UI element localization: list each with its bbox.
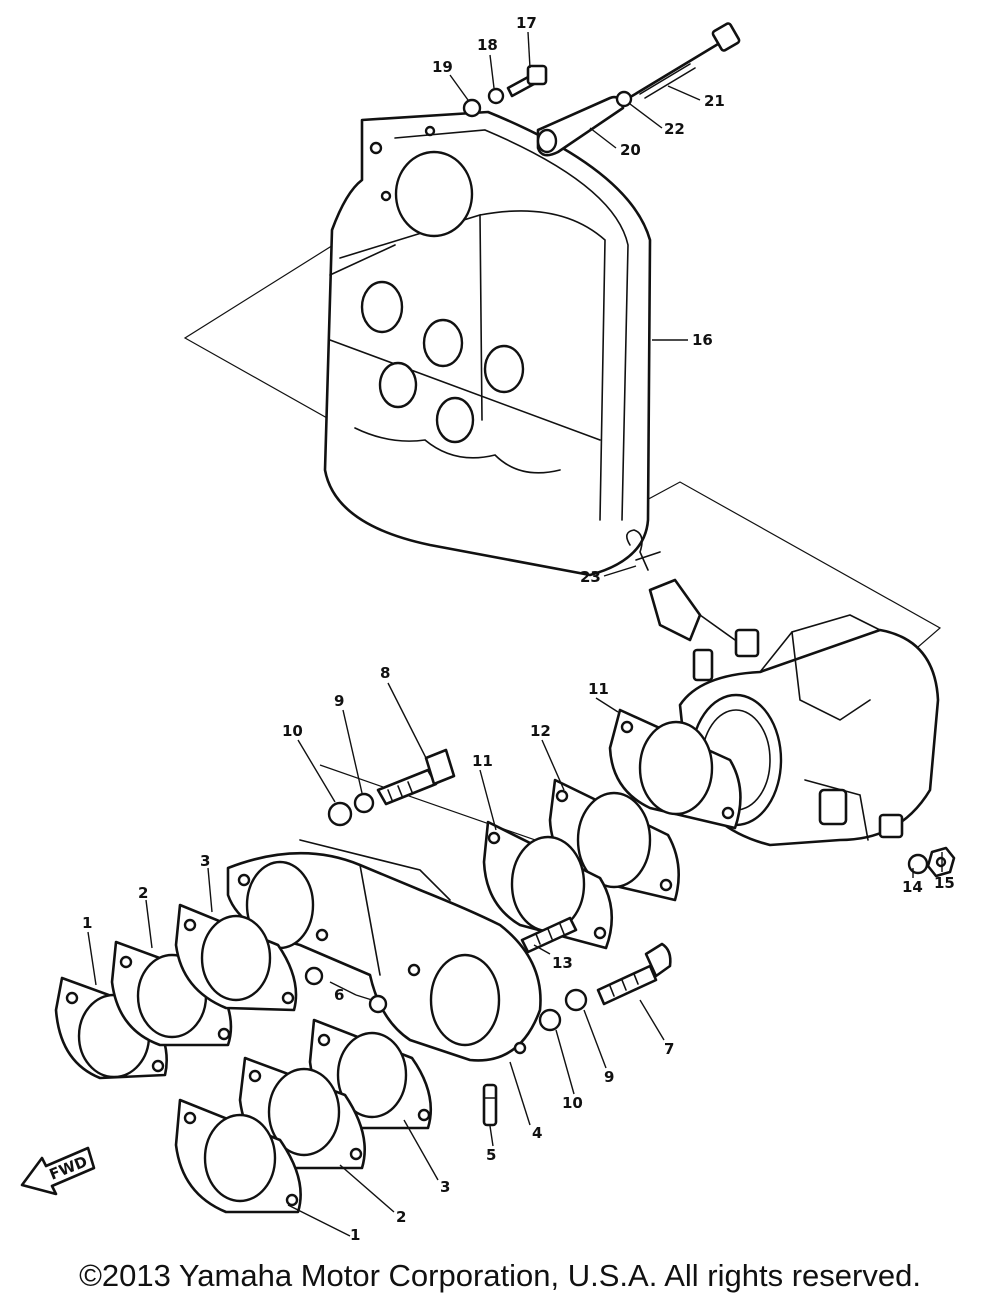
stud-13: [520, 916, 578, 954]
gasket-11-rear: [608, 708, 742, 830]
callout-20: 20: [620, 141, 641, 159]
washer-10-lower: [538, 1008, 562, 1032]
callout-14: 14: [902, 878, 923, 896]
callout-21: 21: [704, 92, 725, 110]
clip-23: [626, 529, 661, 571]
carburetor-assembly: [648, 578, 940, 847]
callout-19: 19: [432, 58, 453, 76]
nut-15: [926, 846, 956, 878]
callout-2-lower: 2: [396, 1208, 406, 1226]
callout-5: 5: [486, 1146, 496, 1164]
washer-22: [615, 90, 633, 108]
callout-15: 15: [934, 874, 955, 892]
callout-9-upper: 9: [334, 692, 344, 710]
callout-12: 12: [530, 722, 551, 740]
gasket-3-upper: [174, 903, 298, 1012]
intake-manifold: [226, 839, 542, 1062]
callout-1-upper: 1: [82, 914, 92, 932]
washer-9-lower: [564, 988, 588, 1012]
callout-4: 4: [532, 1124, 542, 1142]
callout-23: 23: [580, 568, 601, 586]
air-box-cover: [323, 110, 652, 577]
callout-17: 17: [516, 14, 537, 32]
callout-22: 22: [664, 120, 685, 138]
callout-2-upper: 2: [138, 884, 148, 902]
leader-lines: [87, 31, 943, 1237]
callout-13: 13: [552, 954, 573, 972]
forward-arrow-icon: FWD: [20, 1146, 96, 1196]
lock-washer-18: [487, 87, 505, 105]
gasket-1-lower: [174, 1098, 302, 1214]
long-bolt-21: [630, 22, 741, 99]
bolt-8: [376, 748, 456, 806]
callout-16: 16: [692, 331, 713, 349]
screw-17: [506, 64, 548, 98]
o-ring-6-b: [368, 994, 388, 1014]
washer-10-upper: [327, 801, 353, 827]
washer-9-upper: [353, 792, 375, 814]
callout-10-upper: 10: [282, 722, 303, 740]
washer-14: [907, 853, 929, 875]
callout-10-lower: 10: [562, 1094, 583, 1112]
o-ring-6-a: [304, 966, 324, 986]
spacer-collar-20: [536, 95, 625, 157]
callout-11-rear: 11: [588, 680, 609, 698]
callout-9-lower: 9: [604, 1068, 614, 1086]
callout-8: 8: [380, 664, 390, 682]
copyright-notice: ©2013 Yamaha Motor Corporation, U.S.A. A…: [79, 1258, 921, 1293]
callout-7: 7: [664, 1040, 674, 1058]
callout-1-lower: 1: [350, 1226, 360, 1240]
washer-19: [462, 98, 482, 118]
gasket-11-front: [482, 820, 614, 950]
callout-18: 18: [477, 36, 498, 54]
callout-3-upper: 3: [200, 852, 210, 870]
drain-fitting-5: [482, 1083, 498, 1127]
bolt-7: [596, 942, 672, 1006]
callout-6: 6: [334, 986, 344, 1004]
callout-numbers: 17 18 19 21 22 20 16 23 8 9 10 11 12 11 …: [82, 14, 955, 1240]
callout-3-lower: 3: [440, 1178, 450, 1196]
callout-11-front: 11: [472, 752, 493, 770]
gasket-3-lower: [308, 1018, 432, 1130]
exploded-parts-diagram: 17 18 19 21 22 20 16 23 8 9 10 11 12 11 …: [20, 14, 956, 1240]
